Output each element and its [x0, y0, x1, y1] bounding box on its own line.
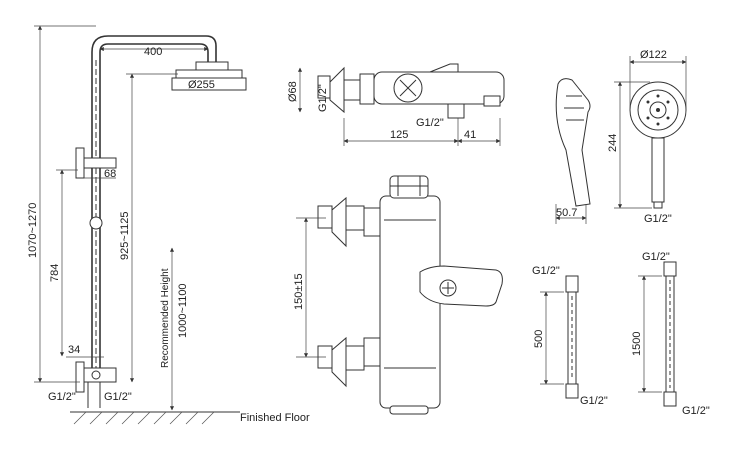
- mixer-outlet-label: G1/2": [416, 117, 444, 129]
- dim-41: 41: [464, 129, 476, 141]
- dim-125: 125: [390, 129, 408, 141]
- dim-head-diameter: Ø255: [188, 79, 215, 91]
- dim-arm-width: 400: [144, 46, 162, 58]
- hose-1500-top-thread: G1/2": [642, 251, 670, 263]
- dim-total-height: 1070~1270: [27, 203, 39, 258]
- inlet-right-label: G1/2": [104, 391, 132, 403]
- dim-784: 784: [49, 264, 61, 282]
- hose-500-bottom-thread: G1/2": [580, 395, 608, 407]
- rail-mixer-connection: [75, 361, 117, 408]
- mixer-top-view: Ø68 G1/2" 125 41 G1/2": [287, 63, 505, 146]
- dim-68: 68: [104, 168, 116, 180]
- hose-500: G1/2" 500 G1/2": [532, 265, 608, 407]
- finished-floor-label: Finished Floor: [240, 412, 310, 424]
- hand-shower-thread: G1/2": [644, 213, 672, 225]
- recommended-height-label: Recommended Height: [160, 268, 171, 368]
- overhead-shower-head: [171, 61, 247, 91]
- hose-500-top-thread: G1/2": [532, 265, 560, 277]
- shower-rail-set: 400 Ø255 68 34 1070~1270: [27, 25, 310, 425]
- dim-hand-shower-length: 244: [607, 134, 619, 152]
- wall-bracket-top: [75, 147, 117, 179]
- hand-shower-side: 50.7: [555, 78, 591, 224]
- mixer-front-view: 150±15: [293, 175, 503, 415]
- hand-shower-front: Ø122 244 G1/2": [607, 49, 687, 225]
- dim-hand-shower-thickness: 50.7: [556, 207, 577, 219]
- dim-150: 150±15: [293, 273, 305, 310]
- finished-floor: [70, 411, 240, 425]
- hose-1500: G1/2" 1500 G1/2": [631, 251, 710, 417]
- dim-mixer-inlet: G1/2": [317, 84, 329, 112]
- inlet-left-label: G1/2": [48, 391, 76, 403]
- dim-34: 34: [68, 344, 80, 356]
- hose-500-length: 500: [533, 330, 545, 348]
- dim-925: 925~1125: [119, 212, 131, 260]
- hose-1500-length: 1500: [631, 332, 643, 356]
- recommended-height-value: 1000~1100: [177, 283, 189, 338]
- slide-holder: [89, 216, 103, 230]
- dim-hand-shower-diameter: Ø122: [640, 49, 667, 61]
- dim-mixer-diameter: Ø68: [287, 81, 299, 102]
- hose-1500-bottom-thread: G1/2": [682, 405, 710, 417]
